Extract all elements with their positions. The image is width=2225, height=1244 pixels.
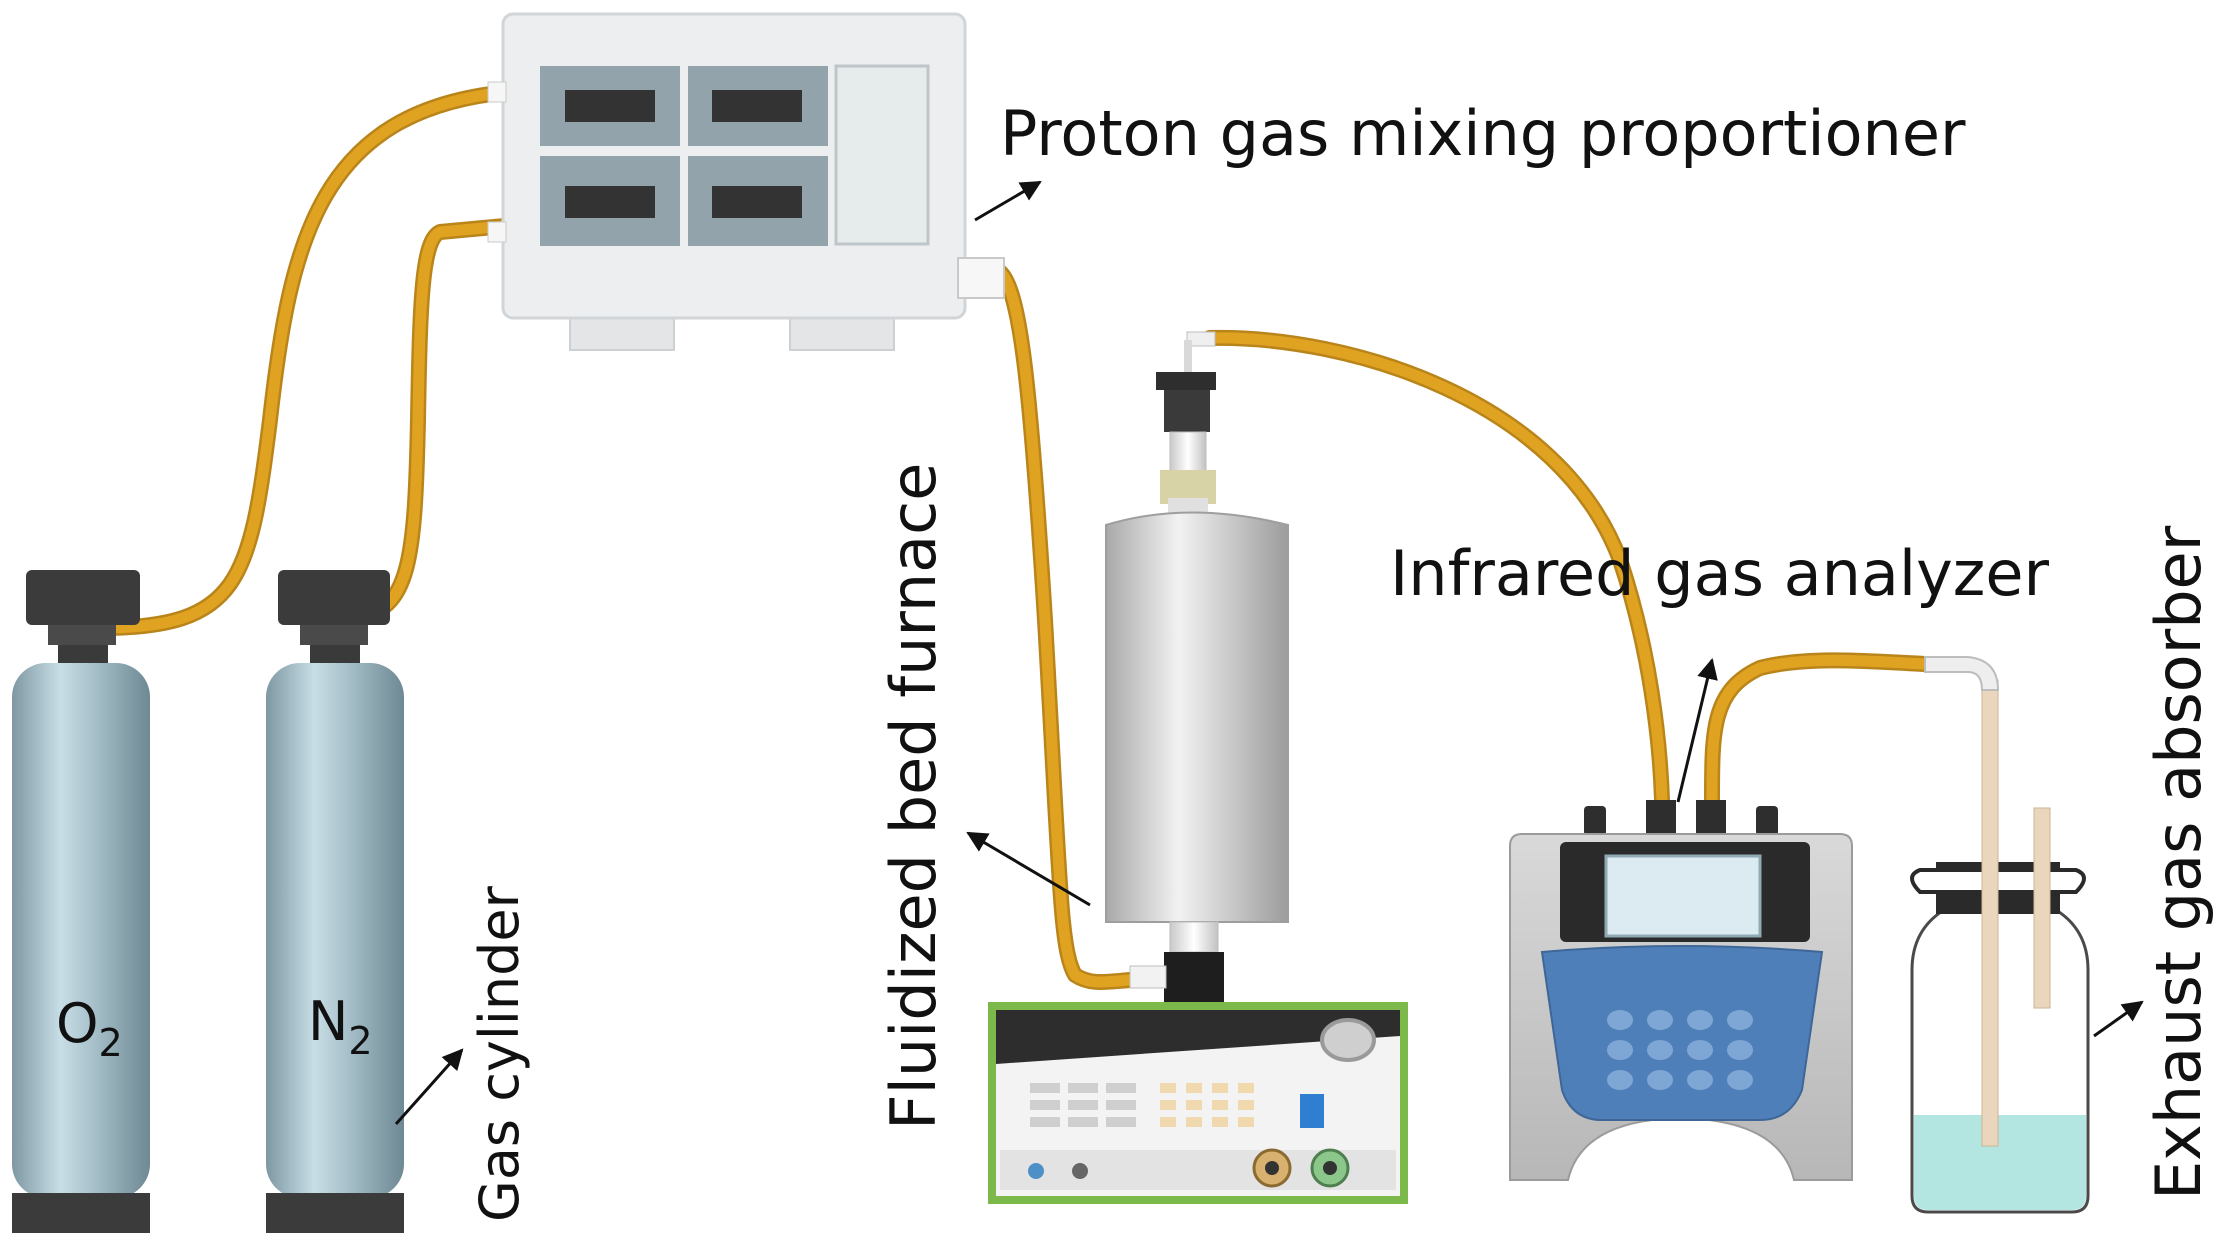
fluidized-bed-furnace [1105,331,1289,1002]
label-mixer: Proton gas mixing proportioner [1000,97,1966,170]
label-analyzer: Infrared gas analyzer [1390,537,2049,610]
furnace-body [1105,511,1289,923]
mixer-display-1 [565,90,655,122]
infrared-gas-analyzer [1509,800,1853,1181]
label-furnace: Fluidized bed furnace [877,463,950,1130]
temperature-controller [988,1002,1408,1204]
mixer-side-panel [834,64,930,246]
absorber-liquid [1914,1115,2086,1210]
analyzer-screen [1604,854,1762,938]
cylinder-n2-label: N2 [308,990,373,1063]
analyzer-keypad [1540,945,1824,1121]
mixer-outlet-port [957,257,1005,299]
mixer-display-4 [712,186,802,218]
label-cylinder: Gas cylinder [468,885,531,1222]
arrow-absorber [2093,1000,2144,1038]
controller-knob [1320,1018,1376,1062]
tube-n2-to-mixer [347,218,513,625]
absorber-inlet-pipe [1981,679,1999,1147]
mixer-display-2 [712,90,802,122]
absorber-outlet-pipe [2033,807,2051,1009]
arrow-analyzer [1676,657,1718,803]
arrow-cylinder [394,1048,464,1125]
label-absorber: Exhaust gas absorber [2142,525,2215,1200]
exhaust-gas-absorber [1910,656,2090,1214]
arrow-mixer [974,180,1042,222]
pointer-arrows [394,180,2144,1125]
mixer-display-3 [565,186,655,218]
gas-cylinder-o2: O2 [12,570,150,1233]
cylinder-o2-label: O2 [56,992,123,1065]
gas-tubes [92,84,1933,990]
arrow-furnace [966,831,1091,907]
gas-mixing-proportioner [487,12,1005,351]
gas-cylinder-n2: N2 [266,570,404,1233]
tube-o2-to-mixer [92,84,516,636]
